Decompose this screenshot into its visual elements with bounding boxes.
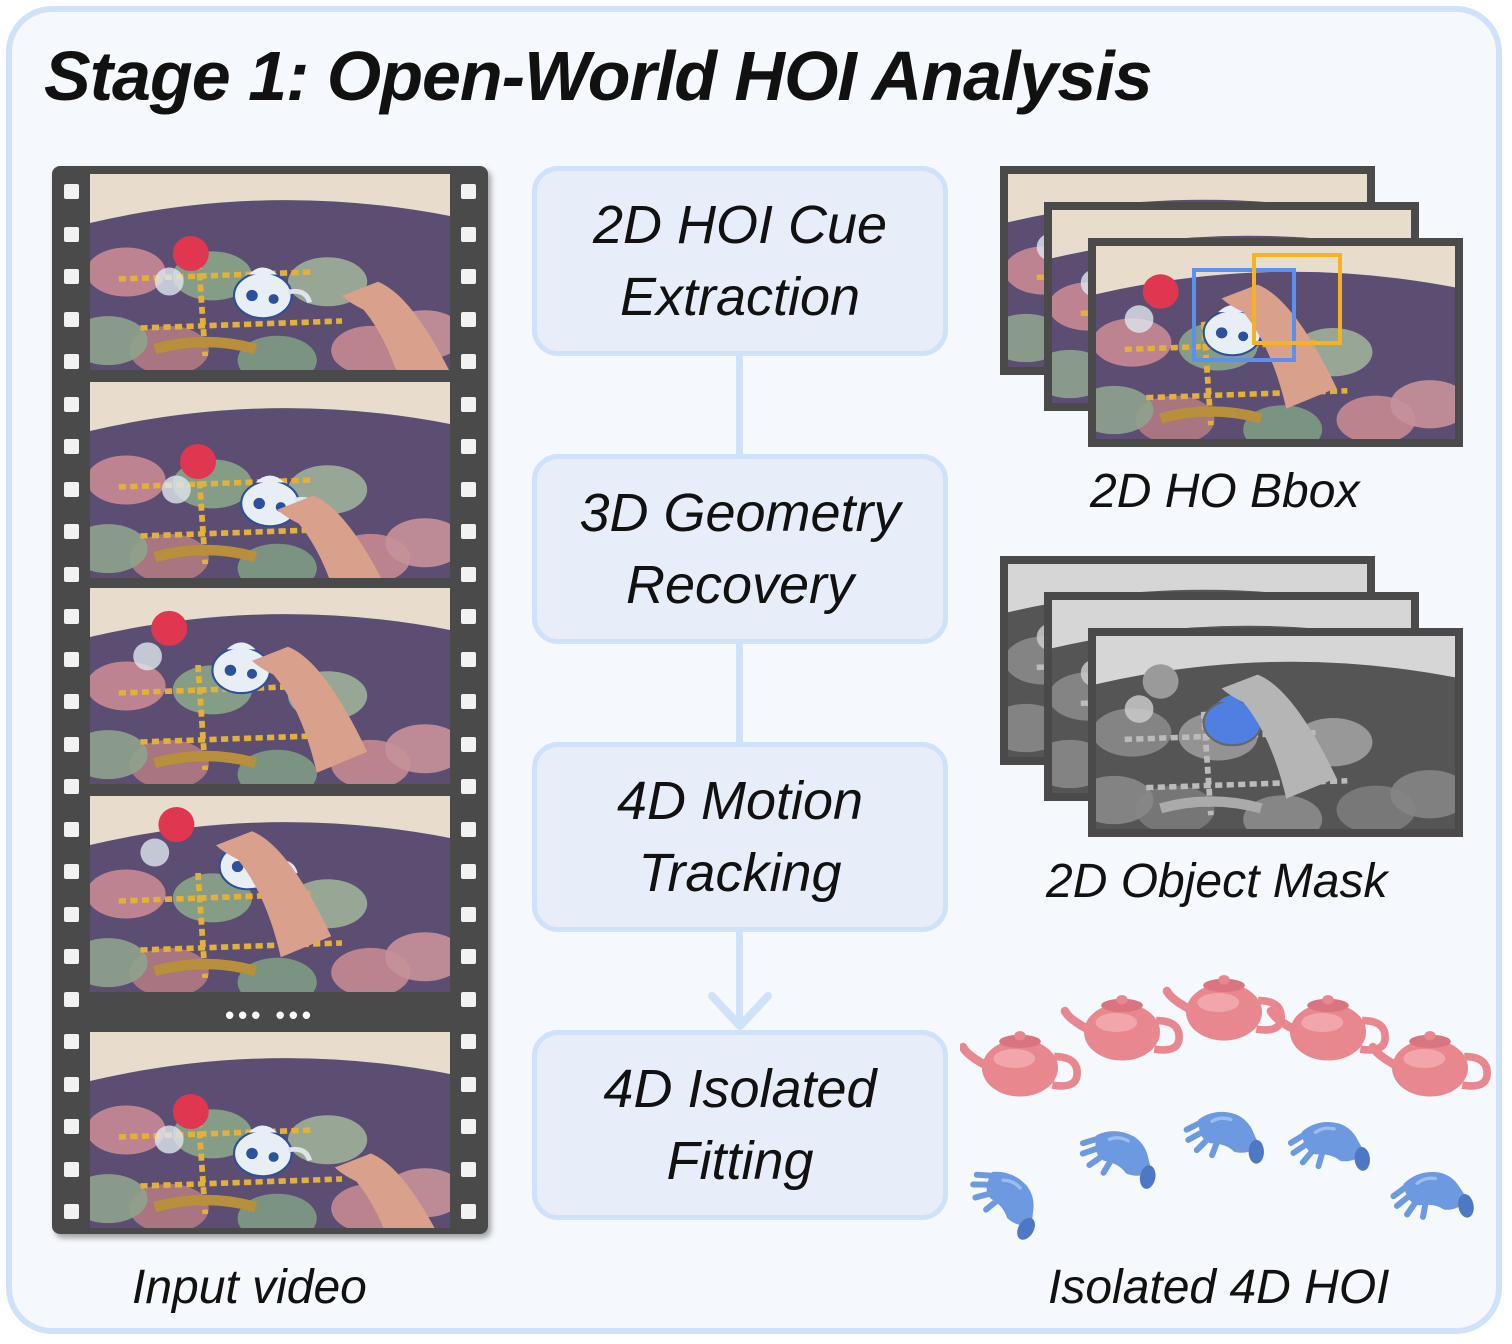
frame-ellipsis: ••• •••	[225, 1000, 315, 1030]
video-frame	[90, 588, 450, 784]
film-hole	[461, 524, 476, 539]
film-hole	[64, 949, 79, 964]
film-hole	[461, 1119, 476, 1134]
film-hole	[461, 396, 476, 412]
film-hole	[64, 651, 79, 667]
isolated-hoi-meshes	[960, 974, 1491, 1240]
video-frame	[90, 1032, 450, 1228]
teapot-mesh	[960, 1030, 1081, 1097]
film-hole	[64, 439, 79, 454]
film-hole	[461, 439, 476, 454]
teapot-mesh	[1162, 974, 1285, 1041]
film-strip: ••• •••	[52, 166, 488, 1234]
bbox-caption: 2D HO Bbox	[1090, 465, 1360, 518]
film-hole	[461, 1204, 476, 1219]
film-hole	[461, 906, 476, 922]
film-hole	[461, 269, 476, 284]
film-hole	[64, 396, 79, 412]
step-label-line1: 2D HOI Cue	[592, 195, 888, 255]
film-hole	[461, 1076, 476, 1092]
film-hole	[64, 311, 79, 327]
film-hole	[64, 864, 79, 879]
film-hole	[64, 694, 79, 709]
hand-mesh	[1390, 1172, 1474, 1220]
film-hole	[64, 821, 79, 837]
hand-mesh	[1183, 1111, 1264, 1164]
film-hole	[461, 651, 476, 667]
film-hole	[461, 226, 476, 242]
step-label-line2: Recovery	[625, 555, 855, 615]
film-hole	[461, 1034, 476, 1049]
film-hole	[461, 694, 476, 709]
film-hole	[64, 609, 79, 624]
object-bbox	[1192, 268, 1296, 362]
film-hole	[461, 779, 476, 794]
mask-frame	[1088, 628, 1463, 837]
step-label-line2: Extraction	[619, 267, 861, 327]
film-hole	[461, 1161, 476, 1177]
film-hole	[64, 779, 79, 794]
stage-title: Stage 1: Open-World HOI Analysis	[44, 37, 1153, 115]
connector-1	[736, 356, 743, 458]
hoi-caption: Isolated 4D HOI	[1048, 1261, 1390, 1314]
teapot-mesh	[1266, 994, 1389, 1061]
mask-caption: 2D Object Mask	[1046, 855, 1388, 908]
down-arrow-icon	[708, 992, 772, 1030]
step-label-line2: Fitting	[666, 1131, 814, 1191]
film-hole	[64, 906, 79, 922]
teapot-mesh	[1368, 1030, 1491, 1097]
film-hole	[64, 269, 79, 284]
film-hole	[461, 311, 476, 327]
step-2d-hoi-cue-extraction: 2D HOI Cue Extraction	[532, 166, 948, 356]
film-hole	[64, 991, 79, 1007]
video-frame	[90, 796, 450, 992]
film-hole	[64, 736, 79, 752]
hand-mesh	[970, 1171, 1035, 1240]
step-4d-motion-tracking: 4D Motion Tracking	[532, 742, 948, 932]
film-hole	[64, 226, 79, 242]
film-hole	[64, 1119, 79, 1134]
connector-2	[736, 644, 743, 746]
step-label-line1: 4D Isolated	[603, 1059, 877, 1119]
film-hole	[461, 949, 476, 964]
bbox-frame	[1088, 238, 1463, 447]
hand-mesh	[1079, 1131, 1156, 1189]
film-hole	[461, 481, 476, 497]
step-label-line1: 3D Geometry	[579, 483, 901, 543]
film-hole	[64, 1161, 79, 1177]
film-hole	[64, 481, 79, 497]
film-hole	[64, 524, 79, 539]
film-hole	[461, 184, 476, 199]
film-hole	[64, 1204, 79, 1219]
film-hole	[461, 991, 476, 1007]
step-4d-isolated-fitting: 4D Isolated Fitting	[532, 1030, 948, 1220]
step-label-line1: 4D Motion	[616, 771, 864, 831]
hand-mesh	[1287, 1122, 1370, 1171]
film-hole	[64, 1076, 79, 1092]
film-hole	[64, 184, 79, 199]
film-hole	[461, 864, 476, 879]
film-hole	[64, 566, 79, 582]
step-label-line2: Tracking	[638, 843, 842, 903]
film-hole	[461, 821, 476, 837]
video-frame	[90, 382, 450, 578]
film-hole	[461, 736, 476, 752]
film-hole	[64, 354, 79, 369]
input-video-caption: Input video	[132, 1261, 367, 1314]
hand-bbox	[1252, 253, 1342, 345]
connector-3	[736, 932, 743, 1022]
film-hole	[64, 1034, 79, 1049]
film-hole	[461, 354, 476, 369]
video-frame	[90, 174, 450, 370]
step-3d-geometry-recovery: 3D Geometry Recovery	[532, 454, 948, 644]
film-hole	[461, 566, 476, 582]
film-hole	[461, 609, 476, 624]
teapot-mesh	[1060, 994, 1183, 1061]
